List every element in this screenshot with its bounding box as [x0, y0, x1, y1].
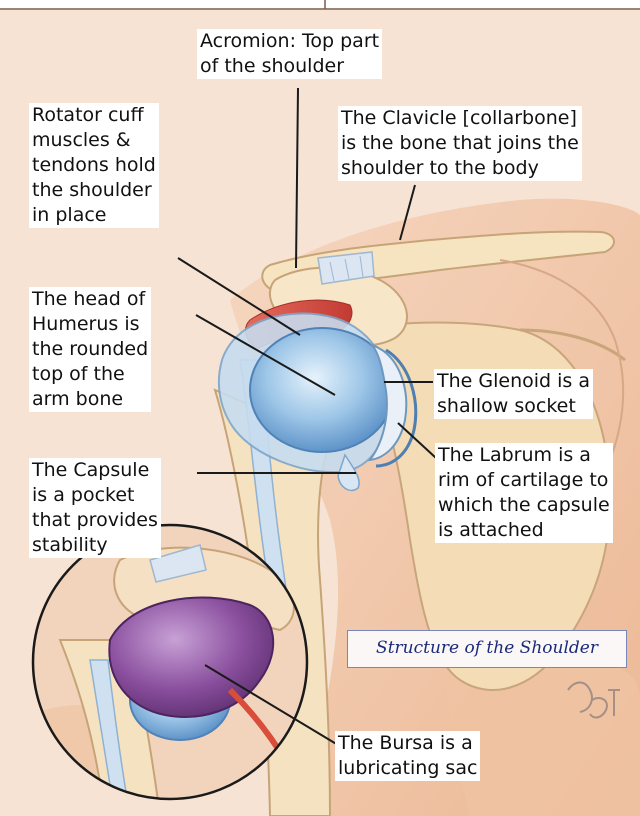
humerus-line-5: arm bone [32, 387, 148, 412]
acromion-label: Acromion: Top part of the shoulder [197, 29, 382, 79]
humerus-line-4: top of the [32, 362, 148, 387]
rotator-cuff-line-5: in place [32, 203, 156, 228]
humerus-label: The head of Humerus is the rounded top o… [29, 287, 151, 412]
capsule-line-3: that provides [32, 508, 158, 533]
bursa-line-2: lubricating sac [338, 756, 477, 781]
acromion-line-2: of the shoulder [200, 54, 379, 79]
clavicle-label: The Clavicle [collarbone] is the bone th… [338, 106, 582, 181]
rotator-cuff-line-4: the shoulder [32, 178, 156, 203]
rotator-cuff-line-2: muscles & [32, 128, 156, 153]
rotator-cuff-label: Rotator cuff muscles & tendons hold the … [29, 103, 159, 228]
labrum-line-4: is attached [438, 518, 610, 543]
capsule-line-4: stability [32, 533, 158, 558]
clavicle-line-2: is the bone that joins the [341, 131, 579, 156]
capsule-line-2: is a pocket [32, 483, 158, 508]
humerus-line-1: The head of [32, 287, 148, 312]
clavicle-line-3: shoulder to the body [341, 156, 579, 181]
clavicle-line-1: The Clavicle [collarbone] [341, 106, 579, 131]
rotator-cuff-line-1: Rotator cuff [32, 103, 156, 128]
humerus-line-2: Humerus is [32, 312, 148, 337]
glenoid-line-1: The Glenoid is a [437, 369, 590, 394]
labrum-label: The Labrum is a rim of cartilage to whic… [435, 443, 613, 543]
rotator-cuff-line-3: tendons hold [32, 153, 156, 178]
glenoid-line-2: shallow socket [437, 394, 590, 419]
bursa-line-1: The Bursa is a [338, 731, 477, 756]
diagram-caption: Structure of the Shoulder [347, 630, 627, 668]
bursa-label: The Bursa is a lubricating sac [335, 731, 480, 781]
labrum-line-2: rim of cartilage to [438, 468, 610, 493]
capsule-label: The Capsule is a pocket that provides st… [29, 458, 161, 558]
labrum-line-3: which the capsule [438, 493, 610, 518]
glenoid-label: The Glenoid is a shallow socket [434, 369, 593, 419]
humerus-line-3: the rounded [32, 337, 148, 362]
capsule-line-1: The Capsule [32, 458, 158, 483]
acromion-line-1: Acromion: Top part [200, 29, 379, 54]
labrum-line-1: The Labrum is a [438, 443, 610, 468]
